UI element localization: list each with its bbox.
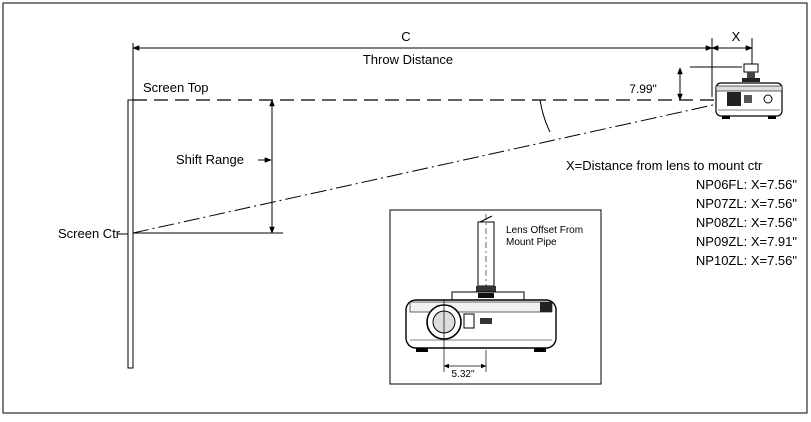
projector-foot-left xyxy=(722,116,730,119)
inset-caption-line2: Mount Pipe xyxy=(506,237,557,248)
model-entry: NP10ZL: X=7.56" xyxy=(696,253,797,268)
throw-distance-label: Throw Distance xyxy=(363,52,453,67)
inset-pipe-collar xyxy=(476,286,496,292)
screen-ctr-label: Screen Ctr xyxy=(58,226,121,241)
inset-caption-line1: Lens Offset From xyxy=(506,225,583,236)
inset-offset-label: 5.32" xyxy=(451,369,474,380)
inset-foot-left xyxy=(416,348,428,352)
inset-bracket-hub xyxy=(478,293,494,298)
inset-detail: Lens Offset From Mount Pipe 5.32" xyxy=(389,209,602,385)
inset-lens-shift-control xyxy=(463,313,475,329)
shift-range-label: Shift Range xyxy=(176,152,244,167)
mount-bracket xyxy=(742,78,760,82)
projector-lens xyxy=(727,92,741,106)
projector-knob xyxy=(763,94,773,104)
projector-foot-right xyxy=(768,116,776,119)
inset-projector-corner xyxy=(540,302,552,312)
projection-angle-arc xyxy=(539,99,551,133)
x-definition-text: X=Distance from lens to mount ctr xyxy=(566,158,763,173)
x-label: X xyxy=(732,29,741,44)
inset-ir-window xyxy=(480,318,492,324)
offset-799-label: 7.99" xyxy=(629,82,657,96)
projection-center-line xyxy=(132,102,723,234)
inset-foot-right xyxy=(534,348,546,352)
projector-vent xyxy=(744,95,752,103)
model-entry: NP08ZL: X=7.56" xyxy=(696,215,797,230)
mount-pipe xyxy=(747,72,755,78)
mount-plate xyxy=(743,63,759,73)
model-entry: NP07ZL: X=7.56" xyxy=(696,196,797,211)
ceiling-projector xyxy=(715,63,783,119)
drawing-border xyxy=(2,2,808,414)
projection-screen xyxy=(127,99,134,369)
c-label: C xyxy=(401,29,410,44)
model-entry: NP09ZL: X=7.91" xyxy=(696,234,797,249)
projector-top-band xyxy=(715,85,783,92)
screen-top-label: Screen Top xyxy=(143,80,209,95)
model-list: NP06FL: X=7.56" NP07ZL: X=7.56" NP08ZL: X=… xyxy=(696,177,797,268)
model-entry: NP06FL: X=7.56" xyxy=(696,177,797,192)
